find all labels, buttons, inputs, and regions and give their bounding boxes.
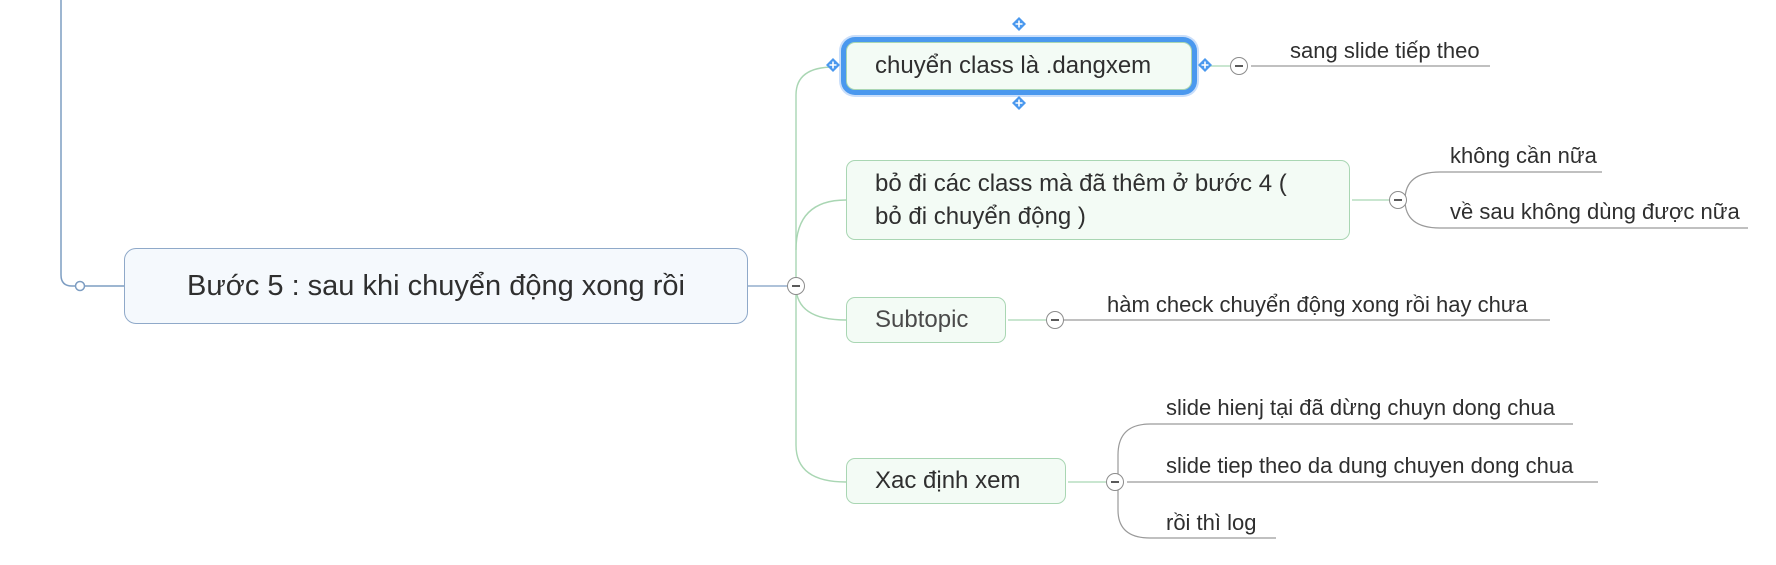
branch-to-subtopic-1 — [795, 66, 835, 286]
subtopic-bo-class-collapse-button[interactable] — [1389, 191, 1407, 209]
subtopic-bo-class-label: bỏ đi các class mà đã thêm ở bước 4 ( bỏ… — [875, 167, 1287, 233]
main-topic[interactable]: Bước 5 : sau khi chuyển động xong rồi — [124, 248, 748, 324]
leaf-2-1-connector — [1404, 171, 1602, 201]
branch-to-subtopic-4 — [795, 286, 847, 483]
main-topic-label: Bước 5 : sau khi chuyển động xong rồi — [187, 269, 685, 302]
leaf-sang-slide[interactable]: sang slide tiếp theo — [1290, 38, 1480, 63]
subtopic-subtopic-collapse-button[interactable] — [1046, 311, 1064, 329]
subtopic-xac-dinh-xem-collapse-button[interactable] — [1106, 473, 1124, 491]
subtopic-dangxem-collapse-button[interactable] — [1230, 57, 1248, 75]
leaf-roi-thi-log[interactable]: rồi thì log — [1166, 510, 1257, 535]
leaf-ham-check[interactable]: hàm check chuyển động xong rồi hay chưa — [1107, 292, 1528, 317]
subtopic-bo-class-line-2: bỏ đi chuyển động ) — [875, 203, 1086, 230]
main-topic-collapse-button[interactable] — [787, 277, 805, 295]
subtopic-subtopic-label: Subtopic — [875, 306, 969, 333]
leaf-ve-sau[interactable]: về sau không dùng được nữa — [1450, 199, 1740, 224]
branch-to-subtopic-2 — [795, 199, 847, 251]
subtopic-subtopic[interactable]: Subtopic — [846, 297, 1006, 343]
subtopic-xac-dinh-xem[interactable]: Xac định xem — [846, 458, 1066, 504]
add-handle-left-icon[interactable] — [826, 58, 840, 72]
subtopic-xac-dinh-xem-label: Xac định xem — [875, 467, 1021, 494]
leaf-khong-can-nua[interactable]: không cần nữa — [1450, 143, 1597, 168]
subtopic-dangxem-label: chuyển class là .dangxem — [875, 52, 1152, 79]
leaf-2-2-connector — [1404, 199, 1748, 229]
subtopic-dangxem[interactable]: chuyển class là .dangxem — [846, 42, 1192, 90]
add-handle-right-icon[interactable] — [1198, 58, 1212, 72]
leaf-slide-hienj-tai[interactable]: slide hienj tại đã dừng chuyn dong chua — [1166, 395, 1556, 420]
subtopic-bo-class-line-1: bỏ đi các class mà đã thêm ở bước 4 ( — [875, 170, 1287, 197]
leaf-slide-tiep-theo[interactable]: slide tiep theo da dung chuyen dong chua — [1166, 453, 1574, 478]
parent-connector — [60, 0, 124, 287]
add-handle-top-icon[interactable] — [1012, 17, 1026, 31]
leaf-4-3-connector — [1117, 482, 1276, 539]
subtopic-bo-class[interactable]: bỏ đi các class mà đã thêm ở bước 4 ( bỏ… — [846, 160, 1350, 240]
add-handle-bottom-icon[interactable] — [1012, 96, 1026, 110]
leaf-4-1-connector — [1117, 423, 1573, 482]
branch-to-subtopic-3 — [795, 285, 847, 321]
parent-connector-dot — [74, 280, 86, 292]
